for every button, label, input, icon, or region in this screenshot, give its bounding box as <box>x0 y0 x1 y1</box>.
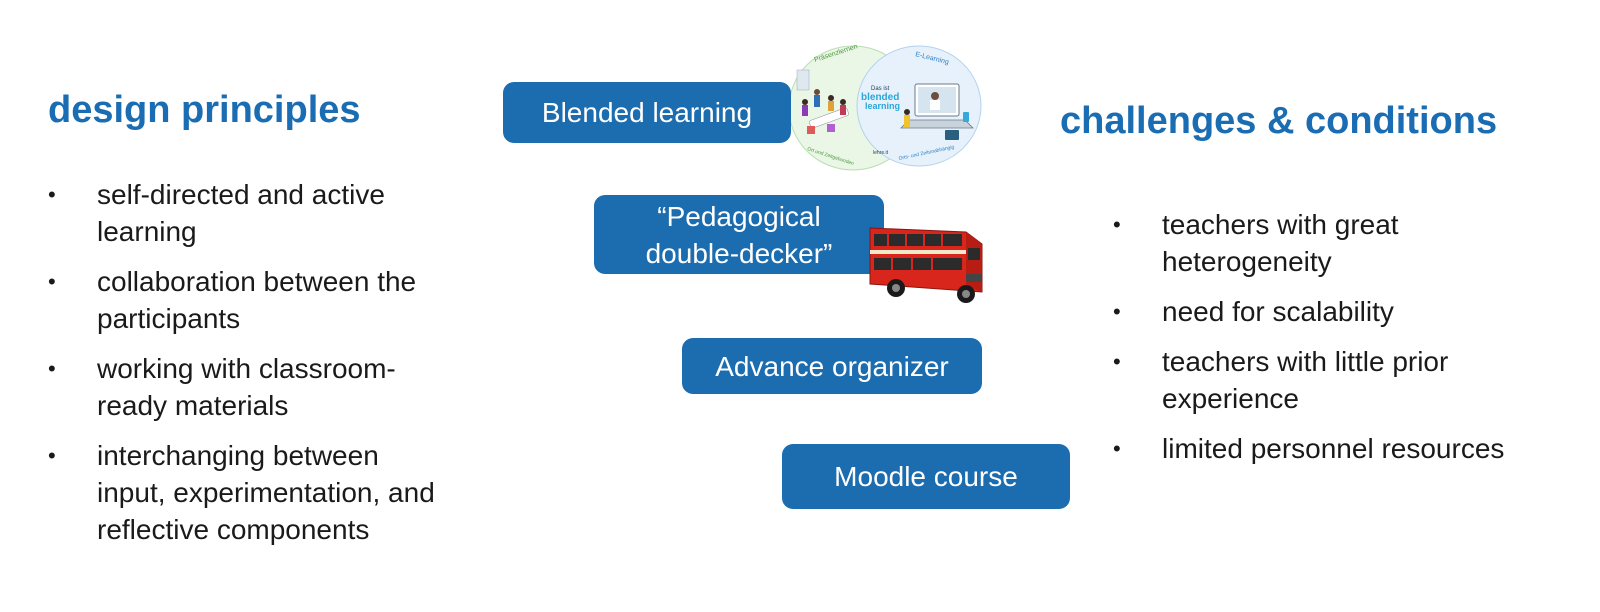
bullet-icon: • <box>48 269 56 294</box>
bullet-icon: • <box>48 182 56 207</box>
blended-learning-pill: Blended learning <box>503 82 791 143</box>
bullet-icon: • <box>1113 212 1121 237</box>
design-principles-heading: design principles <box>48 89 361 131</box>
advance-organizer-label: Advance organizer <box>715 350 949 382</box>
bullet-icon: • <box>48 356 56 381</box>
challenges-conditions-heading: challenges & conditions <box>1060 100 1498 142</box>
blended-center-line3: learning <box>865 101 900 111</box>
double-decker-bus-icon <box>869 227 983 303</box>
list-item: •limited personnel resources <box>1113 430 1583 467</box>
bullet-icon: • <box>1113 349 1121 374</box>
bullet-icon: • <box>1113 299 1121 324</box>
advance-organizer-pill: Advance organizer <box>682 338 982 394</box>
blended-center-line2: blended <box>861 92 899 103</box>
bullet-icon: • <box>48 443 56 468</box>
blended-learning-illustration: Präsenzlernen E-Learning Das ist blended… <box>788 43 982 171</box>
bullet-icon: • <box>1113 436 1121 461</box>
pedagogical-line1: “Pedagogical <box>657 200 821 232</box>
list-item: •need for scalability <box>1113 293 1583 330</box>
pedagogical-double-decker-pill: “Pedagogical double-decker” <box>594 195 884 274</box>
moodle-course-pill: Moodle course <box>782 444 1070 509</box>
blended-center-line1: Das ist <box>871 86 890 92</box>
blended-logo: lehre.it <box>873 150 889 156</box>
blended-learning-label: Blended learning <box>541 97 753 128</box>
pedagogical-line2: double-decker” <box>645 237 833 269</box>
moodle-course-label: Moodle course <box>834 461 1018 492</box>
list-item: •working with classroom-ready materials <box>48 350 488 424</box>
